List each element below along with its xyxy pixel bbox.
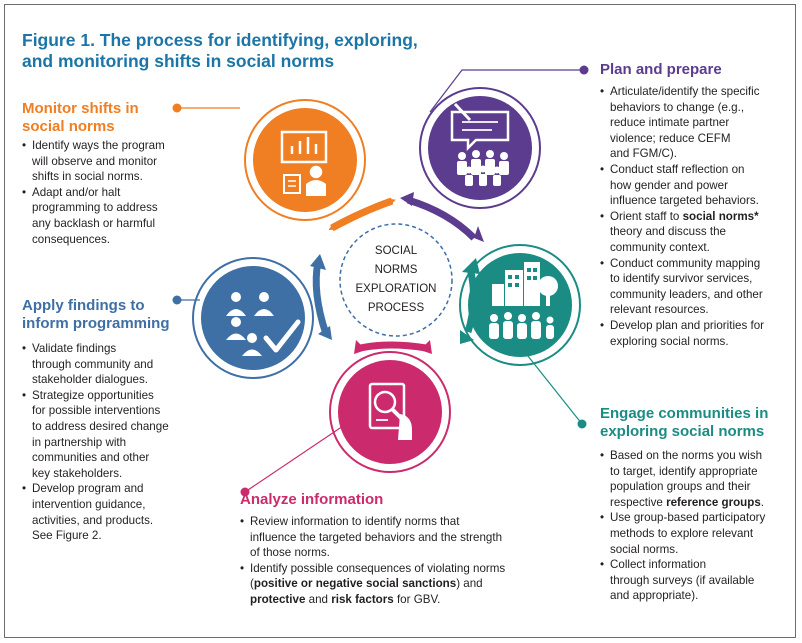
list-item: Conduct community mapping to identify su… bbox=[600, 256, 790, 318]
speech-bubble-group-icon bbox=[450, 102, 510, 186]
list-item: Develop plan and priorities for explorin… bbox=[600, 318, 790, 349]
stage-rings bbox=[192, 87, 581, 473]
list-item: Orient staff to social norms* theory and… bbox=[600, 209, 790, 256]
list-item: Conduct staff reflection on how gender a… bbox=[600, 162, 790, 209]
plan-bullets: Articulate/identify the specific behavio… bbox=[600, 84, 790, 349]
svg-text:SOCIAL: SOCIAL bbox=[375, 245, 418, 257]
engage-bullets: Based on the norms you wish to target, i… bbox=[600, 448, 790, 604]
figure-title: Figure 1. The process for identifying, e… bbox=[22, 30, 418, 71]
engage-heading: Engage communities in exploring social n… bbox=[600, 405, 769, 440]
monitor-bullets: Identify ways the program will observe a… bbox=[22, 138, 192, 247]
list-item: Identify ways the program will observe a… bbox=[22, 138, 192, 185]
list-item: Identify possible consequences of violat… bbox=[240, 561, 560, 608]
magnifier-document-icon bbox=[368, 382, 412, 440]
analyze-bullets: Review information to identify norms tha… bbox=[240, 514, 560, 608]
center-label: SOCIAL NORMS EXPLORATION PROCESS bbox=[356, 245, 437, 314]
figure-frame bbox=[4, 4, 796, 638]
apply-bullets: Validate findings through community and … bbox=[22, 341, 202, 544]
list-item: Collect information through surveys (if … bbox=[600, 557, 790, 604]
svg-text:EXPLORATION: EXPLORATION bbox=[356, 283, 437, 295]
analyze-heading: Analyze information bbox=[240, 491, 384, 508]
list-item: Develop program and intervention guidanc… bbox=[22, 481, 202, 543]
svg-text:NORMS: NORMS bbox=[375, 264, 418, 276]
presentation-icon bbox=[280, 130, 328, 196]
list-item: Based on the norms you wish to target, i… bbox=[600, 448, 790, 510]
list-item: Review information to identify norms tha… bbox=[240, 514, 560, 561]
list-item: Use group-based participatory methods to… bbox=[600, 510, 790, 557]
plan-heading: Plan and prepare bbox=[600, 61, 722, 78]
group-checkmark-icon bbox=[226, 292, 301, 356]
community-icon bbox=[489, 262, 558, 339]
list-item: Strategize opportunities for possible in… bbox=[22, 388, 202, 482]
list-item: Articulate/identify the specific behavio… bbox=[600, 84, 790, 162]
center-dashed-circle bbox=[339, 223, 453, 337]
cycle-arrows bbox=[310, 192, 484, 354]
list-item: Validate findings through community and … bbox=[22, 341, 202, 388]
monitor-heading: Monitor shifts in social norms bbox=[22, 100, 139, 135]
svg-text:PROCESS: PROCESS bbox=[368, 302, 425, 314]
list-item: Adapt and/or halt programming to address… bbox=[22, 185, 192, 247]
apply-heading: Apply findings to inform programming bbox=[22, 297, 170, 332]
